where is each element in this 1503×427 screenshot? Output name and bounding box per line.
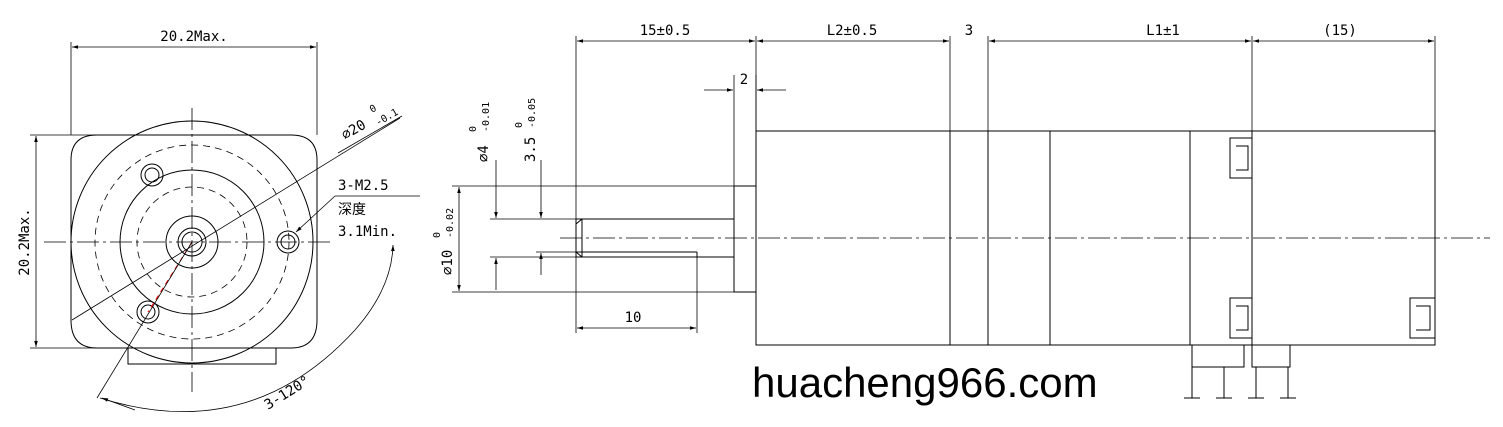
width-label: 20.2Max. [160,29,227,45]
angle-arc-arrow-left [101,397,136,411]
connector-top [1229,137,1253,179]
side-view: 15±0.5 L2±0.5 3 L1±1 (15) 2 10 ⌀10 0 -0.… [432,23,1490,399]
front-view: ⌀20 0 -0.1 20.2Max. 20.2Max. 3-M2.5 深度 3… [17,29,420,413]
flat-length-label: 10 [625,310,642,326]
step-label: 2 [740,72,748,88]
flat-tol-lower: -0.05 [527,98,538,128]
boss-dia-tol-lower: -0.02 [445,208,456,238]
mount-hole-3 [136,300,160,324]
shaft-dia-tol-lower: -0.01 [481,102,492,132]
l2-label: L2±0.5 [827,23,878,39]
gap-label: 3 [965,23,973,39]
diameter-leader-ext [337,115,403,154]
angle-arc [99,329,356,413]
mount-hole-3-inner [140,304,156,320]
front-connector-tab [127,347,277,365]
thread-label: 3-M2.5 [338,178,389,194]
depth-value: 3.1Min. [338,224,397,240]
boss-dia-label: ⌀10 [440,250,456,275]
angle-arc-upper [354,244,395,331]
boss-dia-tol-upper: 0 [432,232,443,238]
flat-label: 3.5 [523,137,539,162]
thread-callout-leader [295,195,336,233]
shaft-dia-label: ⌀4 [476,145,492,162]
mount-hole-1-inner [144,167,160,183]
terminal-block-left [1191,344,1245,368]
output-boss [733,185,757,293]
angle-label: 3-120° [262,373,313,413]
terminal-block-right [1251,344,1291,368]
front-housing-outline [70,134,318,349]
l1-label: L1±1 [1146,23,1180,39]
watermark-text: huacheng966.com [752,359,1098,406]
connector-tail [1409,297,1436,339]
diameter-leader [71,117,401,321]
shaft-dia-tol-upper: 0 [468,126,479,132]
shaft-length-label: 15±0.5 [640,23,691,39]
height-label: 20.2Max. [17,208,33,275]
flat-tol-upper: 0 [514,122,525,128]
shaft-chamfer-bottom [575,251,583,258]
terminal-pins [1184,367,1296,399]
angle-leader [96,241,193,399]
connector-bottom [1229,297,1253,339]
encoder-housing [1251,130,1436,346]
depth-label: 深度 [338,202,366,218]
diameter-tol-lower: -0.1 [374,107,400,129]
shaft-chamfer-top [575,218,583,225]
tail-label: (15) [1323,23,1357,39]
mount-hole-1 [140,163,164,187]
diameter-tol-upper: 0 [368,103,379,116]
